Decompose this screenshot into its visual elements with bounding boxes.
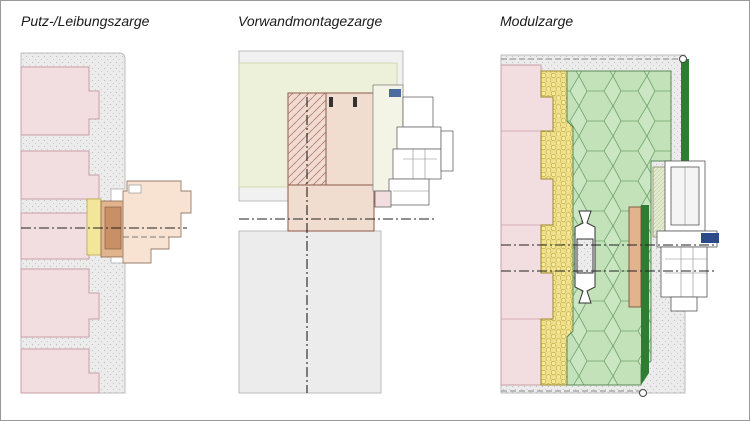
wood-stud <box>325 92 375 186</box>
panel-modulzarge <box>500 54 719 397</box>
panel-title-putz-leibungszarge: Putz-/Leibungszarge <box>21 13 150 29</box>
panel-vorwandmontagezarge <box>238 50 454 394</box>
window-profile-2 <box>374 96 454 208</box>
panel-title-modulzarge: Modulzarge <box>500 13 574 29</box>
insulation-strip <box>86 198 102 256</box>
copper-bar <box>628 206 642 308</box>
panel-title-vorwandmontagezarge: Vorwandmontagezarge <box>238 13 383 29</box>
outer-green-layer <box>641 205 649 385</box>
masonry-blocks <box>20 66 100 394</box>
panel-putz-leibungszarge <box>20 52 192 394</box>
connector-detail <box>574 210 596 304</box>
window-profile <box>122 180 192 264</box>
wall-lower <box>238 230 382 394</box>
